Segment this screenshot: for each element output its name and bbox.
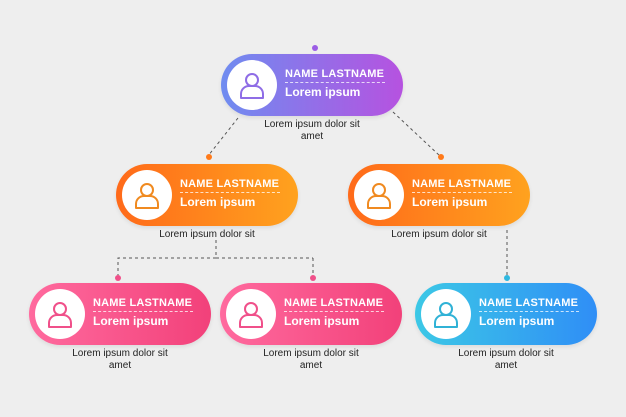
node-subtitle: Lorem ipsum — [284, 314, 360, 328]
org-node-mid-left[interactable]: NAME LASTNAME Lorem ipsum Lorem ipsum do… — [116, 164, 298, 241]
avatar — [421, 289, 471, 339]
node-description: Lorem ipsum dolor sit — [116, 229, 298, 241]
dot-bottom-left — [115, 275, 121, 281]
divider — [284, 311, 384, 312]
description-line: Lorem ipsum dolor sit — [263, 348, 359, 359]
description-line: Lorem ipsum dolor sit — [72, 348, 168, 359]
node-subtitle: Lorem ipsum — [285, 85, 361, 99]
description-line: amet — [300, 131, 324, 142]
user-icon — [240, 73, 264, 99]
description-line: Lorem ipsum dolor sit — [391, 229, 487, 240]
org-node-bottom-left[interactable]: NAME LASTNAME Lorem ipsum Lorem ipsum do… — [29, 283, 211, 372]
divider — [412, 192, 512, 193]
user-icon — [239, 302, 263, 328]
node-name: NAME LASTNAME — [93, 297, 193, 309]
avatar — [35, 289, 85, 339]
org-node-mid-right[interactable]: NAME LASTNAME Lorem ipsum Lorem ipsum do… — [348, 164, 530, 241]
description-line: Lorem ipsum dolor sit — [264, 119, 360, 130]
dot-bottom-right — [504, 275, 510, 281]
node-subtitle: Lorem ipsum — [479, 314, 555, 328]
node-subtitle: Lorem ipsum — [412, 195, 488, 209]
node-subtitle: Lorem ipsum — [93, 314, 169, 328]
user-icon — [367, 183, 391, 209]
node-card: NAME LASTNAME Lorem ipsum — [220, 283, 402, 345]
org-node-bottom-center[interactable]: NAME LASTNAME Lorem ipsum Lorem ipsum do… — [220, 283, 402, 372]
description-line: amet — [299, 360, 323, 371]
description-line: Lorem ipsum dolor sit — [159, 229, 255, 240]
node-card: NAME LASTNAME Lorem ipsum — [348, 164, 530, 226]
avatar — [226, 289, 276, 339]
dot-root-top — [312, 45, 318, 51]
node-name: NAME LASTNAME — [479, 297, 579, 309]
connector-mid-left-to-bottom — [117, 240, 217, 276]
description-line: amet — [494, 360, 518, 371]
description-line: amet — [108, 360, 132, 371]
avatar — [227, 60, 277, 110]
user-icon — [135, 183, 159, 209]
node-name: NAME LASTNAME — [180, 178, 280, 190]
node-description: Lorem ipsum dolor sit amet — [415, 348, 597, 372]
divider — [180, 192, 280, 193]
node-name: NAME LASTNAME — [285, 68, 385, 80]
dot-bottom-center — [310, 275, 316, 281]
node-card: NAME LASTNAME Lorem ipsum — [29, 283, 211, 345]
node-description: Lorem ipsum dolor sit amet — [221, 119, 403, 143]
divider — [93, 311, 193, 312]
org-node-bottom-right[interactable]: NAME LASTNAME Lorem ipsum Lorem ipsum do… — [415, 283, 597, 372]
divider — [285, 82, 385, 83]
node-description: Lorem ipsum dolor sit amet — [220, 348, 402, 372]
divider — [479, 311, 579, 312]
avatar — [354, 170, 404, 220]
node-subtitle: Lorem ipsum — [180, 195, 256, 209]
org-node-root[interactable]: NAME LASTNAME Lorem ipsum Lorem ipsum do… — [221, 54, 403, 143]
node-description: Lorem ipsum dolor sit — [348, 229, 530, 241]
node-card: NAME LASTNAME Lorem ipsum — [221, 54, 403, 116]
node-card: NAME LASTNAME Lorem ipsum — [116, 164, 298, 226]
dot-mid-right — [438, 154, 444, 160]
node-description: Lorem ipsum dolor sit amet — [29, 348, 211, 372]
user-icon — [434, 302, 458, 328]
node-name: NAME LASTNAME — [284, 297, 384, 309]
avatar — [122, 170, 172, 220]
description-line: Lorem ipsum dolor sit — [458, 348, 554, 359]
node-name: NAME LASTNAME — [412, 178, 512, 190]
dot-mid-left — [206, 154, 212, 160]
node-card: NAME LASTNAME Lorem ipsum — [415, 283, 597, 345]
user-icon — [48, 302, 72, 328]
